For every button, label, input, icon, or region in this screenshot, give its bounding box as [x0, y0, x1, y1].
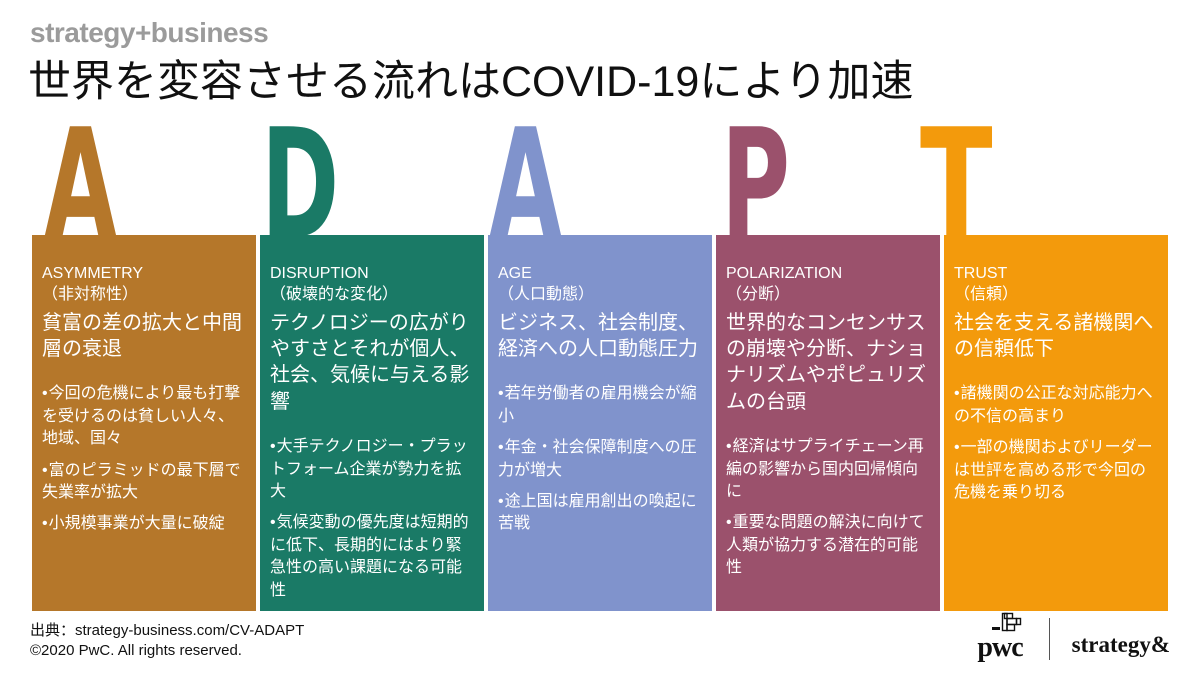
bullet-item: 一部の機関およびリーダーは世評を高める形で今回の危機を乗り切る [954, 437, 1160, 504]
pwc-blocks-icon [991, 612, 1025, 639]
bullet-item: 気候変動の優先度は短期的に低下、長期的にはより緊急性の高い課題になる可能性 [270, 512, 476, 602]
age-heading: AGE [498, 265, 532, 282]
strategy-business-logo: strategy+business [30, 17, 269, 48]
bullet-item: 若年労働者の雇用機会が縮小 [498, 383, 704, 428]
column-trust: T TRUST （信頼） 社会を支える諸機関への信頼低下 諸機関の公正な対応能力… [920, 109, 1168, 611]
pwc-logo: pwc [977, 612, 1025, 663]
logo-divider [1048, 618, 1050, 660]
disruption-subheading: （破壊的な変化） [270, 285, 399, 303]
polarization-panel: POLARIZATION （分断） 世界的なコンセンサスの崩壊や分断、ナショナリ… [716, 235, 940, 611]
disruption-heading: DISRUPTION [270, 265, 369, 282]
trust-heading: TRUST [954, 265, 1008, 282]
pwc-wordmark: pwc [977, 632, 1023, 663]
age-subheading: （人口動態） [498, 285, 595, 303]
asymmetry-heading: ASYMMETRY [42, 265, 144, 282]
source-line: 出典：strategy-business.com/CV-ADAPT [30, 622, 305, 639]
bullet-item: 大手テクノロジー・プラットフォーム企業が勢力を拡大 [270, 436, 476, 503]
bullet-item: 重要な問題の解決に向けて人類が協力する潜在的可能性 [726, 512, 932, 579]
column-age: A AGE （人口動態） ビジネス、社会制度、経済への人口動態圧力 若年労働者の… [488, 109, 712, 611]
bullet-item: 富のピラミッドの最下層で失業率が拡大 [42, 460, 248, 505]
strategyand-wordmark: strategy& [1071, 632, 1170, 657]
asymmetry-subheading: （非対称性） [42, 285, 139, 303]
disruption-bullets: 大手テクノロジー・プラットフォーム企業が勢力を拡大 気候変動の優先度は短期的に低… [270, 436, 476, 602]
polarization-bullets: 経済はサプライチェーン再編の影響から国内回帰傾向に 重要な問題の解決に向けて人類… [726, 436, 932, 579]
asymmetry-panel: ASYMMETRY （非対称性） 貧富の差の拡大と中間層の衰退 今回の危機により… [32, 235, 256, 611]
trust-subheading: （信頼） [954, 285, 1019, 303]
bullet-item: 小規模事業が大量に破綻 [42, 513, 248, 535]
page-title: 世界を変容させる流れはCOVID-19により加速 [28, 58, 914, 106]
column-polarization: P POLARIZATION （分断） 世界的なコンセンサスの崩壊や分断、ナショ… [716, 109, 940, 611]
trust-panel: TRUST （信頼） 社会を支える諸機関への信頼低下 諸機関の公正な対応能力への… [944, 235, 1168, 611]
polarization-heading: POLARIZATION [726, 265, 843, 282]
age-bullets: 若年労働者の雇用機会が縮小 年金・社会保障制度への圧力が増大 途上国は雇用創出の… [498, 383, 704, 535]
column-disruption: D DISRUPTION （破壊的な変化） テクノロジーの広がりやすさとそれが個… [260, 109, 484, 611]
disruption-panel: DISRUPTION （破壊的な変化） テクノロジーの広がりやすさとそれが個人、… [260, 235, 484, 611]
footer-logos: pwc strategy& [977, 612, 1170, 663]
column-asymmetry: A ASYMMETRY （非対称性） 貧富の差の拡大と中間層の衰退 今回の危機に… [32, 109, 256, 611]
trust-description: 社会を支える諸機関への信頼低下 [954, 311, 1154, 360]
adapt-columns: A ASYMMETRY （非対称性） 貧富の差の拡大と中間層の衰退 今回の危機に… [32, 109, 1168, 611]
age-description: ビジネス、社会制度、経済への人口動態圧力 [498, 311, 698, 360]
asymmetry-description: 貧富の差の拡大と中間層の衰退 [42, 311, 242, 360]
age-panel: AGE （人口動態） ビジネス、社会制度、経済への人口動態圧力 若年労働者の雇用… [488, 235, 712, 611]
bullet-item: 年金・社会保障制度への圧力が増大 [498, 437, 704, 482]
polarization-description: 世界的なコンセンサスの崩壊や分断、ナショナリズムやポピュリズムの台頭 [726, 311, 926, 413]
bullet-item: 途上国は雇用創出の喚起に苦戦 [498, 491, 704, 536]
bullet-item: 今回の危機により最も打撃を受けるのは貧しい人々、地域、国々 [42, 383, 248, 450]
bullet-item: 経済はサプライチェーン再編の影響から国内回帰傾向に [726, 436, 932, 503]
bullet-item: 諸機関の公正な対応能力への不信の高まり [954, 383, 1160, 428]
polarization-subheading: （分断） [726, 285, 791, 303]
disruption-description: テクノロジーの広がりやすさとそれが個人、社会、気候に与える影響 [270, 311, 470, 413]
asymmetry-bullets: 今回の危機により最も打撃を受けるのは貧しい人々、地域、国々 富のピラミッドの最下… [42, 383, 248, 535]
footer-source: 出典：strategy-business.com/CV-ADAPT ©2020 … [30, 621, 304, 661]
trust-bullets: 諸機関の公正な対応能力への不信の高まり 一部の機関およびリーダーは世評を高める形… [954, 383, 1160, 504]
copyright-line: ©2020 PwC. All rights reserved. [30, 641, 242, 659]
